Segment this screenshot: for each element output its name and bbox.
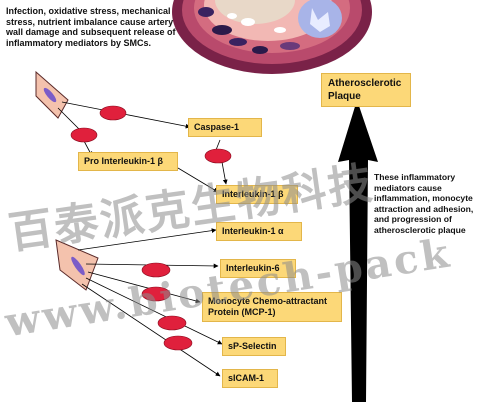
interleukin-1b-box: Interleukin-1 β bbox=[216, 185, 298, 204]
sp-selectin-box: sP-Selectin bbox=[222, 337, 286, 356]
arrow-smc-to-ellipse bbox=[57, 107, 81, 131]
mediators-effect-description: These inflammatory mediators cause infla… bbox=[374, 172, 474, 235]
smc-cell-top bbox=[35, 70, 69, 119]
mediator-ellipse bbox=[141, 262, 171, 278]
arrow-caspase-to-ellipse bbox=[215, 139, 221, 151]
mediator-ellipse bbox=[70, 127, 98, 143]
mcp-1-box: Monocyte Chemo-attractant Protein (MCP-1… bbox=[202, 292, 342, 322]
arrow-to-mcp1 bbox=[87, 271, 201, 304]
interleukin-6-box: Interleukin-6 bbox=[220, 259, 296, 278]
intro-text: Infection, oxidative stress, mechanical … bbox=[6, 6, 176, 48]
sicam-1-box: sICAM-1 bbox=[222, 369, 278, 388]
arrow-ellipse-to-il1b bbox=[221, 161, 228, 185]
caspase-1-box: Caspase-1 bbox=[188, 118, 262, 137]
progression-big-arrow bbox=[338, 100, 378, 402]
arrow-to-sp-selectin bbox=[85, 277, 223, 345]
mediator-ellipse bbox=[157, 315, 187, 331]
interleukin-1a-box: Interleukin-1 α bbox=[216, 222, 302, 241]
mediator-ellipse bbox=[141, 286, 171, 302]
atherosclerotic-plaque-label: Atherosclerotic Plaque bbox=[321, 73, 411, 107]
mediator-ellipse bbox=[204, 148, 232, 164]
mediator-ellipse bbox=[99, 105, 127, 121]
arrow-to-il1a bbox=[77, 228, 217, 251]
mediator-ellipse bbox=[163, 335, 193, 351]
pro-interleukin-1b-box: Pro Interleukin-1 β bbox=[78, 152, 178, 171]
arrow-to-sicam1 bbox=[81, 283, 221, 377]
arrow-pro-il1b-to-il1b bbox=[177, 167, 219, 193]
smc-cell-bottom bbox=[55, 239, 99, 291]
